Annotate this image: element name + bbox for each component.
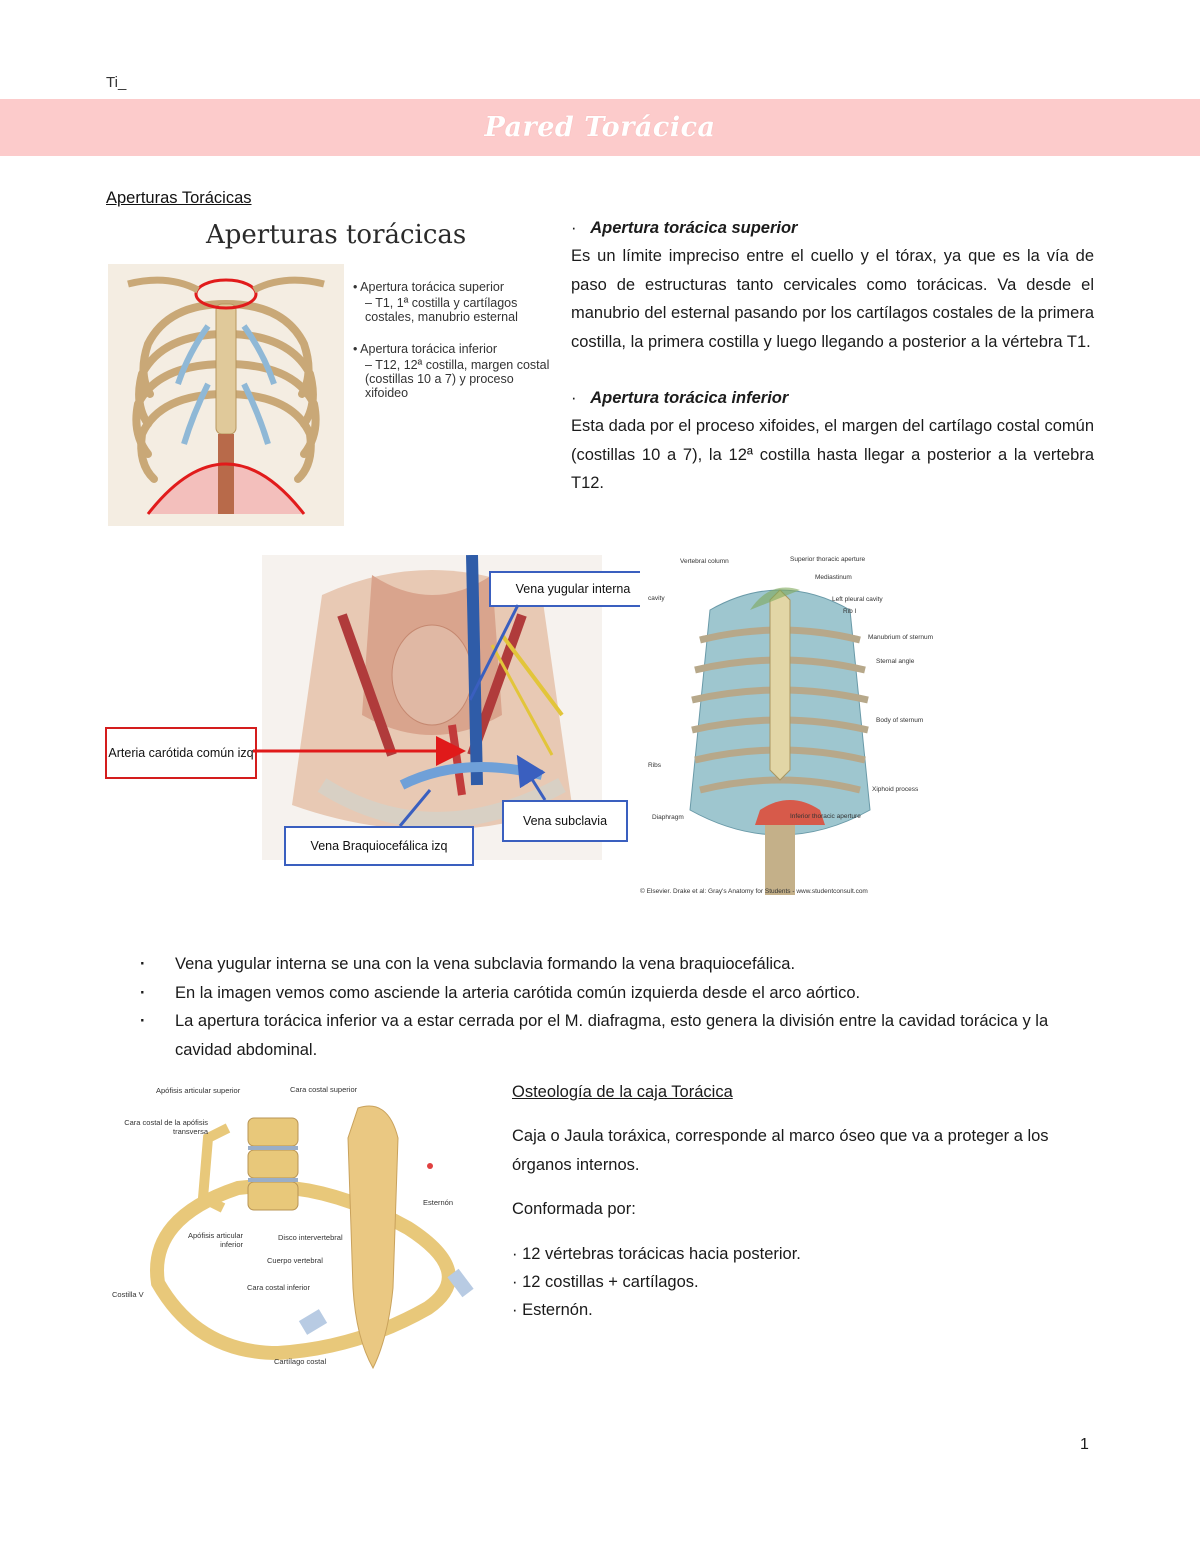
list-item: Vena yugular interna se una con la vena … bbox=[140, 950, 1100, 979]
label-cuerpo: Cuerpo vertebral bbox=[267, 1256, 323, 1265]
notes-list: Vena yugular interna se una con la vena … bbox=[140, 950, 1100, 1064]
label-cara-transversa: Cara costal de la apófisis transversa bbox=[124, 1118, 208, 1136]
thorax-labels: Vertebral column Superior thoracic apert… bbox=[640, 550, 950, 900]
osteology-intro: Caja o Jaula toráxica, corresponde al ma… bbox=[512, 1127, 1049, 1174]
subheading-inferior: Apertura torácica inferior bbox=[590, 389, 789, 408]
apertures-figure-title: Aperturas torácicas bbox=[206, 220, 467, 250]
label-cara-inferior: Cara costal inferior bbox=[247, 1283, 310, 1292]
page-title: Pared Torácica bbox=[484, 112, 716, 143]
vertebra-rib-illustration bbox=[108, 1078, 478, 1373]
list-item: La apertura torácica inferior va a estar… bbox=[140, 1007, 1100, 1064]
callout-vena-yugular: Vena yugular interna bbox=[489, 571, 657, 607]
label-costilla: Costilla V bbox=[112, 1290, 144, 1299]
apertures-figure-list: • Apertura torácica superior – T1, 1ª co… bbox=[353, 280, 550, 400]
label-cavity: cavity bbox=[648, 595, 665, 602]
figure-item-inferior-detail: T12, 12ª costilla, margen costal (costil… bbox=[365, 358, 550, 400]
superior-description: Es un límite impreciso entre el cuello y… bbox=[571, 247, 1094, 351]
list-item: En la imagen vemos como asciende la arte… bbox=[140, 979, 1100, 1008]
label-ribs: Ribs bbox=[648, 762, 662, 769]
callout-vena-subclavia: Vena subclavia bbox=[502, 800, 628, 842]
list-item: · Esternón. bbox=[512, 1301, 593, 1320]
figure-item-inferior-label: Apertura torácica inferior bbox=[360, 342, 498, 356]
header-mark: Ti_ bbox=[106, 74, 127, 91]
label-diaphragm: Diaphragm bbox=[652, 814, 684, 821]
apertures-text: · Apertura torácica superior Es un límit… bbox=[571, 214, 1094, 498]
figure-item-superior-label: Apertura torácica superior bbox=[360, 280, 504, 294]
label-apofisis-inferior: Apófisis articular inferior bbox=[187, 1231, 243, 1249]
thorax-illustration bbox=[640, 550, 950, 900]
title-band: Pared Torácica bbox=[0, 99, 1200, 156]
label-esternon: Esternón bbox=[423, 1198, 454, 1207]
ribcage-illustration bbox=[108, 264, 344, 526]
thorax-figure: Vertebral column Superior thoracic apert… bbox=[640, 550, 950, 900]
label-mediastinum: Mediastinum bbox=[815, 574, 852, 581]
callout-vena-braquiocefalica: Vena Braquiocefálica izq bbox=[284, 826, 474, 866]
figure-credit: © Elsevier. Drake et al: Gray's Anatomy … bbox=[640, 888, 868, 895]
osteology-section: Osteología de la caja Torácica Caja o Ja… bbox=[512, 1078, 1097, 1325]
callout-arteria-carotida: Arteria carótida común izq bbox=[105, 727, 257, 779]
neck-figure bbox=[262, 555, 602, 860]
label-apofisis-superior: Apófisis articular superior bbox=[156, 1086, 241, 1095]
list-item: · 12 costillas + cartílagos. bbox=[512, 1273, 699, 1292]
osteology-heading: Osteología de la caja Torácica bbox=[512, 1083, 733, 1101]
label-disco: Disco intervertebral bbox=[278, 1233, 343, 1242]
label-xiphoid: Xiphoid process bbox=[872, 786, 919, 793]
neck-dissection-illustration bbox=[262, 555, 602, 860]
label-superior-aperture: Superior thoracic aperture bbox=[790, 556, 866, 563]
label-vertebral: Vertebral column bbox=[680, 558, 729, 565]
apertures-figure: Aperturas torácicas • Apertura torácica … bbox=[106, 218, 556, 528]
label-rib-one: Rib I bbox=[843, 608, 857, 615]
subheading-superior: Apertura torácica superior bbox=[590, 219, 798, 237]
list-item: · 12 vértebras torácicas hacia posterior… bbox=[512, 1244, 801, 1263]
label-manubrium: Manubrium of sternum bbox=[868, 634, 934, 641]
bullet-dot: · bbox=[571, 219, 591, 237]
osteology-conformada: Conformada por: bbox=[512, 1200, 636, 1219]
label-cara-superior: Cara costal superior bbox=[290, 1085, 358, 1094]
vertebra-rib-labels: Apófisis articular superior Cara costal … bbox=[108, 1078, 478, 1373]
inferior-description: Esta dada por el proceso xifoides, el ma… bbox=[571, 417, 1094, 493]
page-number: 1 bbox=[1080, 1436, 1089, 1453]
bullet-dot: · bbox=[571, 389, 591, 408]
label-pleural-cavity: Left pleural cavity bbox=[832, 596, 883, 603]
label-inferior-aperture: Inferior thoracic aperture bbox=[790, 813, 861, 820]
vertebra-rib-figure: Apófisis articular superior Cara costal … bbox=[108, 1078, 478, 1373]
label-sternal-angle: Sternal angle bbox=[876, 658, 915, 665]
label-cartilago: Cartílago costal bbox=[274, 1357, 327, 1366]
figure-item-superior-detail: T1, 1ª costilla y cartílagos costales, m… bbox=[365, 296, 518, 324]
section-heading-aperturas: Aperturas Torácicas bbox=[106, 189, 252, 207]
label-body-sternum: Body of sternum bbox=[876, 717, 924, 724]
